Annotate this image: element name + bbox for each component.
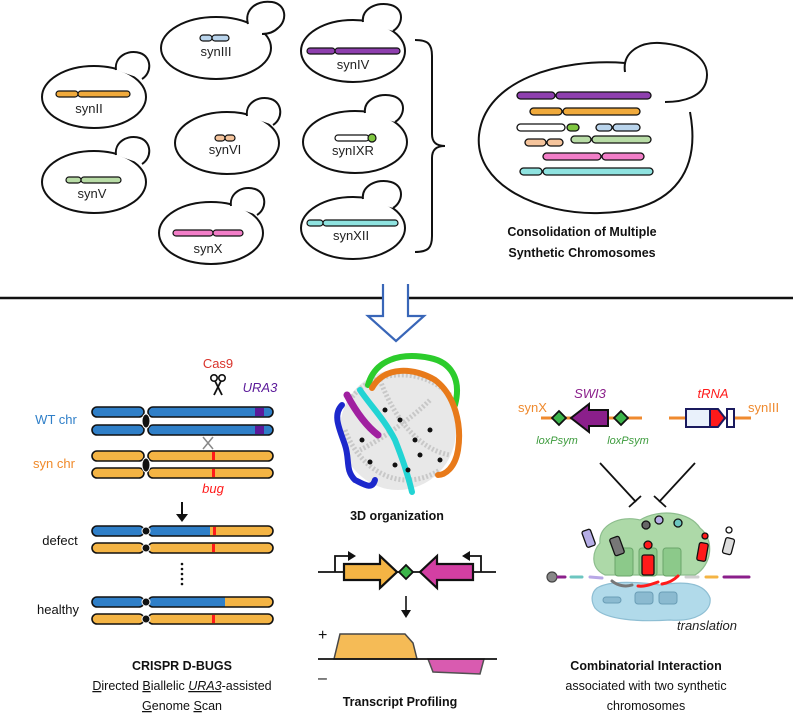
consolidation-caption-line1: Consolidation of Multiple xyxy=(507,225,656,239)
subtitle-text: iallelic xyxy=(151,679,189,693)
synx-label: synX xyxy=(518,400,547,415)
ura3-label: URA3 xyxy=(243,380,278,395)
cell-label-syniii: synIII xyxy=(200,44,231,59)
reverse-promoter-arrow-icon xyxy=(468,555,482,572)
cell-label-synv: synV xyxy=(78,186,107,201)
blue-chain xyxy=(334,402,378,489)
cell-label-synvi: synVI xyxy=(209,142,242,157)
loxpsym-right-label: loxPsym xyxy=(607,435,649,447)
cyan-chain xyxy=(357,387,415,495)
wt-chr-label: WT chr xyxy=(35,412,77,427)
interaction-subtitle-line2: chromosomes xyxy=(607,699,686,713)
consolidation-caption-line2: Synthetic Chromosomes xyxy=(508,246,655,260)
trna-gene-box xyxy=(685,408,735,428)
defect-chromosome-pair xyxy=(91,525,274,554)
forward-promoter-arrow-icon xyxy=(334,555,350,572)
subtitle-text: -assisted xyxy=(222,679,272,693)
consolidated-cell xyxy=(477,41,708,215)
inhibition-arrows xyxy=(599,462,696,508)
cell-label-synx: synX xyxy=(194,241,223,256)
forward-transcript-profile xyxy=(333,633,418,660)
loxpsym-left-label: loxPsym xyxy=(536,435,578,447)
crispr-title: CRISPR D-BUGS xyxy=(132,659,232,673)
swi3-label: SWI3 xyxy=(574,386,607,401)
trna-molecules xyxy=(581,515,736,576)
yeast-cell-synii: synII xyxy=(41,51,151,129)
underlined-s: S xyxy=(193,699,201,713)
reverse-gene-arrow xyxy=(418,553,475,591)
scissors-icon xyxy=(210,374,227,396)
defect-label: defect xyxy=(42,533,78,548)
crispr-subtitle-line1: Directed Biallelic URA3-assisted xyxy=(92,679,271,693)
loxpsym-right-diamond-icon xyxy=(612,409,630,427)
cell-label-synii: synII xyxy=(75,101,102,116)
combinatorial-interaction-panel: synX SWI3 loxPsym loxPsym tRNA synIII xyxy=(518,386,779,713)
crispr-subtitle-line2: Genome Scan xyxy=(142,699,222,713)
underlined-ura3: URA3 xyxy=(188,679,221,693)
3d-organization-caption: 3D organization xyxy=(350,509,444,523)
loxpsym-left-diamond-icon xyxy=(550,409,568,427)
translation-label: translation xyxy=(677,618,737,633)
vertical-ellipsis xyxy=(180,562,184,586)
cell-label-syniv: synIV xyxy=(337,57,370,72)
yeast-cell-synx: synX xyxy=(158,187,266,265)
subtitle-text: enome xyxy=(152,699,194,713)
orange-chain xyxy=(369,367,463,478)
yeast-cell-synixr: synIXR xyxy=(302,94,408,174)
mrna-strand xyxy=(546,571,751,588)
syn-chr-label: syn chr xyxy=(33,456,76,471)
consolidated-chromosomes xyxy=(516,91,654,176)
underlined-g: G xyxy=(142,699,152,713)
bug-label: bug xyxy=(202,481,224,496)
cas9-label: Cas9 xyxy=(203,356,233,371)
crispr-dbugs-panel: Cas9 URA3 WT chr syn chr xyxy=(33,356,278,713)
yeast-cell-syniii: synIII xyxy=(160,0,286,80)
forward-gene-arrow xyxy=(342,553,399,591)
crossover-mark xyxy=(202,436,214,450)
transcript-profiling-figure: + – xyxy=(318,551,497,687)
healthy-label: healthy xyxy=(37,602,79,617)
interaction-subtitle-line1: associated with two synthetic xyxy=(565,679,726,693)
minus-strand-label: – xyxy=(318,670,327,687)
swi3-gene-arrow xyxy=(569,401,609,435)
plus-strand-label: + xyxy=(318,627,327,644)
subtitle-text: can xyxy=(202,699,222,713)
down-arrow-icon xyxy=(176,502,188,522)
subtitle-text: irected xyxy=(101,679,142,693)
green-chain xyxy=(365,353,460,408)
transcript-profiling-caption: Transcript Profiling xyxy=(343,695,458,709)
cell-label-synxii: synXII xyxy=(333,228,369,243)
loxp-diamond-icon xyxy=(397,563,415,581)
magenta-chain xyxy=(343,391,382,439)
yeast-cell-synxii: synXII xyxy=(300,180,406,260)
yeast-cell-synvi: synVI xyxy=(174,97,282,175)
interaction-title: Combinatorial Interaction xyxy=(570,659,721,673)
3d-organization-figure xyxy=(334,353,463,495)
wt-chromosome-pair xyxy=(91,406,274,436)
syn-chromosome-pair xyxy=(91,450,274,479)
down-arrow-icon xyxy=(365,284,427,343)
consolidation-brace xyxy=(414,39,446,253)
yeast-cell-synv: synV xyxy=(41,136,151,214)
reverse-transcript-profile xyxy=(426,658,485,675)
yeast-cells-group: synIII synII synV synVI xyxy=(41,0,408,265)
healthy-chromosome-pair xyxy=(91,596,274,625)
syniii-label: synIII xyxy=(748,400,779,415)
underlined-b: B xyxy=(142,679,150,693)
trna-label: tRNA xyxy=(697,386,728,401)
yeast-cell-syniv: synIV xyxy=(300,3,406,83)
underlined-d: D xyxy=(92,679,101,693)
cell-label-synixr: synIXR xyxy=(332,143,374,158)
